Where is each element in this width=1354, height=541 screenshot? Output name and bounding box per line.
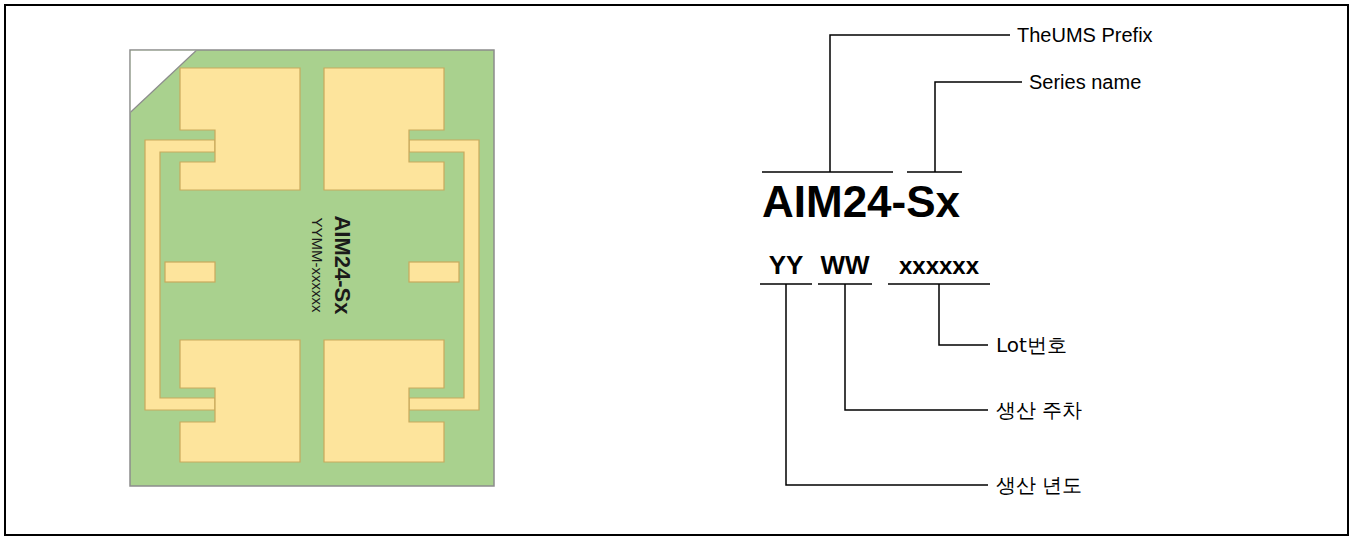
prefix-leader — [830, 35, 1010, 172]
week-label: 생산 주차 — [996, 399, 1082, 421]
year-leader — [786, 284, 988, 485]
antenna-pad — [180, 340, 300, 462]
prefix-label: TheUMS Prefix — [1017, 24, 1153, 46]
antenna-pad — [324, 340, 444, 462]
chip-body — [130, 50, 494, 486]
year-code: YY — [760, 251, 812, 280]
lot-label: Lot번호 — [996, 334, 1067, 356]
frame-border — [5, 5, 1348, 535]
antenna-pad — [324, 68, 444, 190]
year-label: 생산 년도 — [996, 474, 1082, 496]
part-number: AIM24-Sx — [762, 178, 960, 226]
stub-pad — [409, 262, 459, 282]
week-code: WW — [818, 251, 872, 280]
chip-date-code: YYMM-xxxxxx — [310, 218, 325, 313]
lot-leader — [939, 284, 988, 345]
series-label: Series name — [1029, 71, 1141, 93]
stub-pad — [165, 262, 215, 282]
antenna-pad — [180, 68, 300, 190]
prefix-bracket — [762, 171, 893, 173]
lot-code: xxxxxx — [888, 253, 990, 279]
chip-part-number: AIM24-Sx — [331, 215, 353, 314]
series-leader — [935, 82, 1022, 172]
week-leader — [845, 284, 988, 410]
chip-marking: AIM24-Sx YYMM-xxxxxx — [300, 160, 370, 370]
